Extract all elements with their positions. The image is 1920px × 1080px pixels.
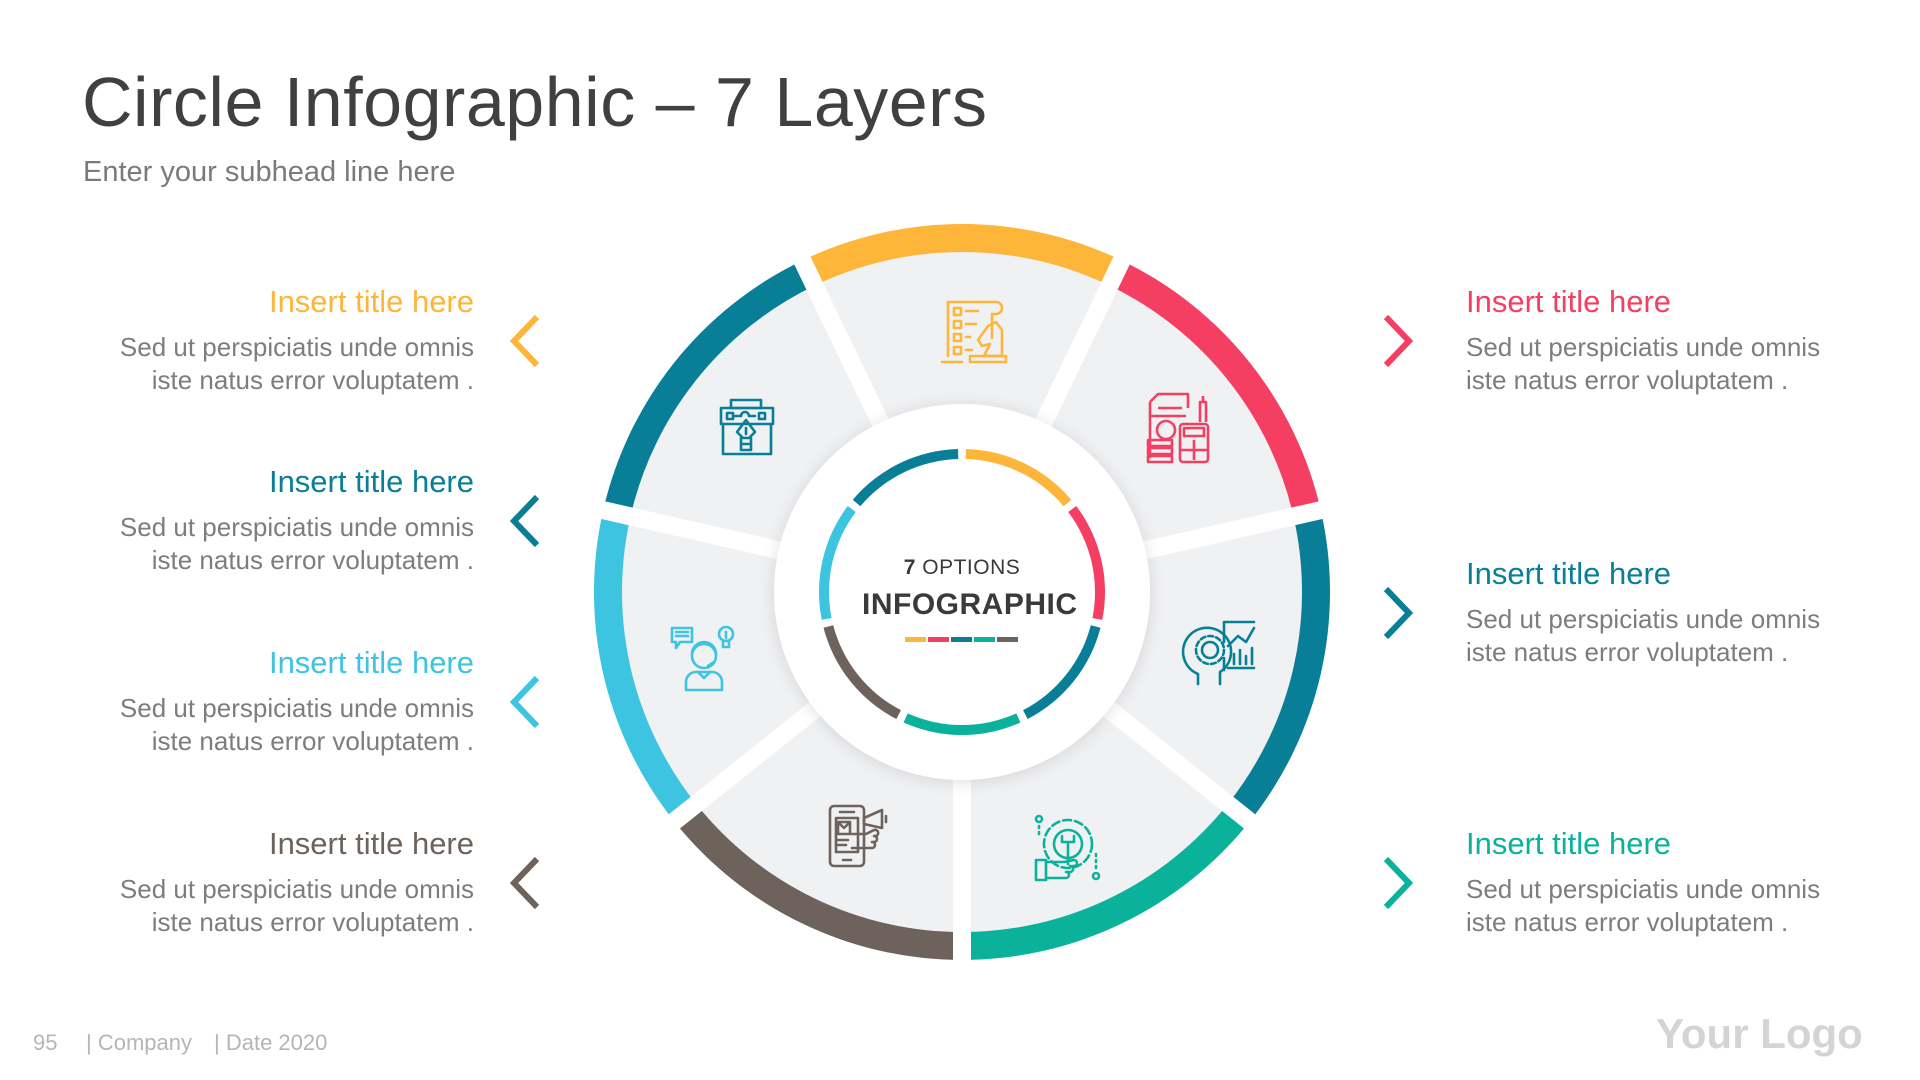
left-item-1: Insert title here Sed ut perspiciatis un… bbox=[54, 283, 474, 397]
inner-ring-arc bbox=[823, 625, 901, 720]
inner-ring-arc bbox=[852, 449, 959, 507]
finance-calculator-icon bbox=[1146, 392, 1210, 464]
left-item-2: Insert title here Sed ut perspiciatis un… bbox=[54, 463, 474, 577]
logo: Your Logo bbox=[1656, 1010, 1863, 1057]
item-body: Sed ut perspiciatis unde omnis iste natu… bbox=[1466, 873, 1886, 939]
item-body: Sed ut perspiciatis unde omnis iste natu… bbox=[1466, 331, 1886, 397]
options-count: 7 bbox=[903, 556, 916, 579]
chevron-right-icon bbox=[1383, 314, 1414, 368]
color-bar-chip bbox=[997, 637, 1018, 642]
footer-date: | Date 2020 bbox=[214, 1030, 328, 1055]
item-title: Insert title here bbox=[268, 464, 474, 499]
chevron-left-icon bbox=[509, 314, 540, 368]
item-body-line: Sed ut perspiciatis unde omnis bbox=[119, 332, 474, 362]
right-item-3: Insert title here Sed ut perspiciatis un… bbox=[1466, 825, 1886, 939]
segment-arc bbox=[1109, 260, 1321, 517]
segment-arc bbox=[603, 260, 815, 517]
item-body-line: Sed ut perspiciatis unde omnis bbox=[1466, 874, 1821, 904]
item-title: Insert title here bbox=[268, 826, 474, 861]
segment-arc bbox=[802, 223, 1122, 286]
item-body: Sed ut perspiciatis unde omnis iste natu… bbox=[54, 692, 474, 758]
center-label-big: INFOGRAPHIC bbox=[862, 588, 1078, 621]
page-title: Circle Infographic – 7 Layers bbox=[82, 63, 988, 141]
center-label-small: 7 OPTIONS bbox=[862, 556, 1062, 580]
chevrons bbox=[509, 314, 1414, 910]
color-bar-chip bbox=[905, 637, 926, 642]
data-analysis-brain-icon bbox=[1181, 620, 1256, 686]
item-body-line: Sed ut perspiciatis unde omnis bbox=[1466, 332, 1821, 362]
inner-ring-arc bbox=[1023, 625, 1101, 720]
inner-ring bbox=[818, 449, 1105, 736]
item-title: Insert title here bbox=[1466, 284, 1672, 319]
chevron-right-icon bbox=[1383, 856, 1414, 910]
right-item-1: Insert title here Sed ut perspiciatis un… bbox=[1466, 283, 1886, 397]
item-body-line: Sed ut perspiciatis unde omnis bbox=[1466, 604, 1821, 634]
footer-company: | Company bbox=[86, 1030, 192, 1055]
segment-arc bbox=[674, 803, 962, 961]
item-title: Insert title here bbox=[1466, 826, 1672, 861]
center-disc bbox=[774, 404, 1150, 780]
item-title: Insert title here bbox=[268, 645, 474, 680]
item-body-line: iste natus error voluptatem . bbox=[1466, 637, 1789, 667]
segment-arc bbox=[593, 510, 697, 822]
strategy-checklist-chess-icon bbox=[940, 300, 1008, 364]
center-color-bar bbox=[905, 637, 1018, 642]
chevron-left-icon bbox=[509, 494, 540, 548]
item-body-line: iste natus error voluptatem . bbox=[151, 365, 474, 395]
item-body: Sed ut perspiciatis unde omnis iste natu… bbox=[54, 331, 474, 397]
inner-ring-arc bbox=[1068, 505, 1105, 620]
color-bar-chip bbox=[951, 637, 972, 642]
inner-ring-arc bbox=[965, 449, 1072, 507]
item-body-line: Sed ut perspiciatis unde omnis bbox=[119, 874, 474, 904]
chevron-left-icon bbox=[509, 856, 540, 910]
item-body-line: iste natus error voluptatem . bbox=[151, 545, 474, 575]
left-item-3: Insert title here Sed ut perspiciatis un… bbox=[54, 644, 474, 758]
customer-support-agent-icon bbox=[670, 625, 735, 692]
page-number: 95 bbox=[33, 1030, 58, 1055]
design-toolbox-pen-icon bbox=[719, 398, 775, 456]
chevron-right-icon bbox=[1383, 586, 1414, 640]
item-title: Insert title here bbox=[268, 284, 474, 319]
segment-arc bbox=[1227, 510, 1330, 822]
color-bar-chip bbox=[974, 637, 995, 642]
segment-arc bbox=[962, 803, 1250, 960]
inner-ring-arc bbox=[818, 505, 856, 620]
options-label: OPTIONS bbox=[922, 556, 1021, 579]
item-body: Sed ut perspiciatis unde omnis iste natu… bbox=[1466, 603, 1886, 669]
right-item-2: Insert title here Sed ut perspiciatis un… bbox=[1466, 555, 1886, 669]
item-body-line: iste natus error voluptatem . bbox=[151, 907, 474, 937]
maintenance-wrench-gear-icon bbox=[1034, 814, 1101, 882]
item-body-line: iste natus error voluptatem . bbox=[1466, 365, 1789, 395]
color-bar-chip bbox=[928, 637, 949, 642]
page-subtitle: Enter your subhead line here bbox=[83, 156, 456, 188]
left-item-4: Insert title here Sed ut perspiciatis un… bbox=[54, 825, 474, 939]
item-body-line: iste natus error voluptatem . bbox=[1466, 907, 1789, 937]
mobile-marketing-megaphone-icon bbox=[828, 804, 888, 868]
item-body-line: Sed ut perspiciatis unde omnis bbox=[119, 512, 474, 542]
inner-ring-arc bbox=[903, 713, 1021, 736]
item-body: Sed ut perspiciatis unde omnis iste natu… bbox=[54, 511, 474, 577]
item-body-line: Sed ut perspiciatis unde omnis bbox=[119, 693, 474, 723]
chevron-left-icon bbox=[509, 675, 540, 729]
item-title: Insert title here bbox=[1466, 556, 1672, 591]
item-body-line: iste natus error voluptatem . bbox=[151, 726, 474, 756]
item-body: Sed ut perspiciatis unde omnis iste natu… bbox=[54, 873, 474, 939]
